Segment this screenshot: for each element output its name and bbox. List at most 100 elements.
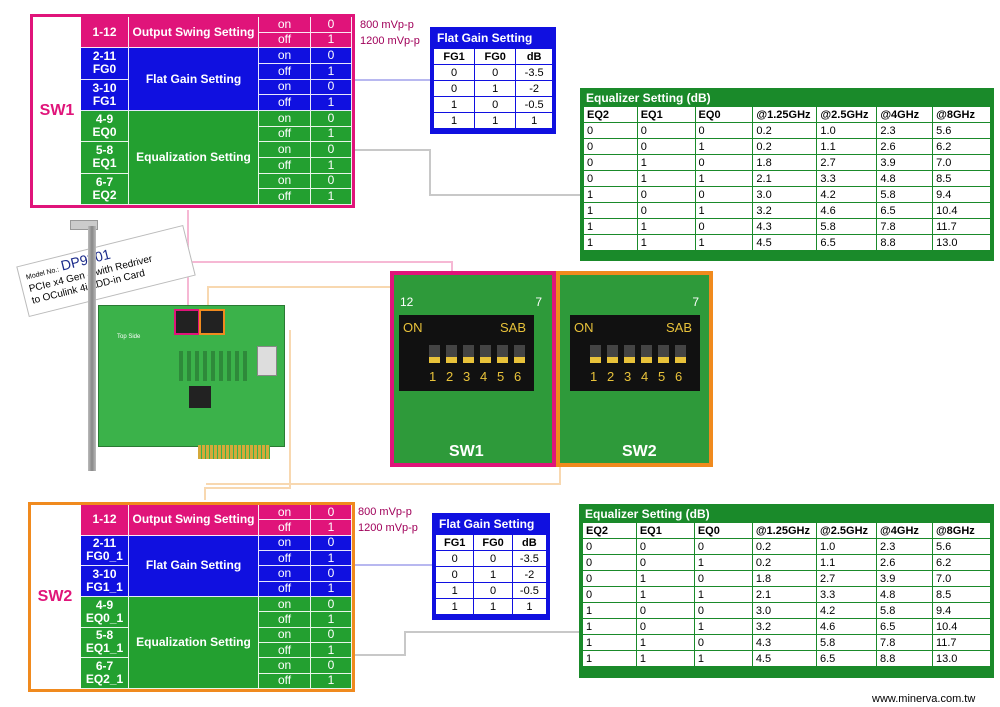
pin-label: 6-7 EQ2 bbox=[81, 173, 129, 205]
pin-label: 6-7 EQ2_1 bbox=[81, 658, 129, 689]
table-cell: 1.1 bbox=[816, 138, 878, 155]
table-cell: 2.3 bbox=[876, 538, 933, 555]
state-label: off bbox=[259, 581, 311, 597]
dip-toggle bbox=[429, 345, 440, 363]
table-cell: 0 bbox=[583, 170, 638, 187]
table-cell: 3.9 bbox=[876, 570, 933, 587]
table-cell: 6.2 bbox=[932, 138, 991, 155]
group-label: Output Swing Setting bbox=[129, 17, 259, 49]
sw1-note-1200: 1200 mVp-p bbox=[360, 35, 420, 47]
table-cell: 7.8 bbox=[876, 218, 934, 235]
table-cell: 5.8 bbox=[876, 602, 933, 619]
state-label: on bbox=[259, 79, 311, 96]
equalizer-title: Equalizer Setting (dB) bbox=[586, 91, 711, 105]
table-cell: 0.2 bbox=[752, 138, 818, 155]
value-label: 1 bbox=[311, 642, 352, 659]
table-cell: 0.2 bbox=[751, 538, 818, 555]
table-cell: 6.5 bbox=[816, 234, 878, 251]
table-cell: 0.2 bbox=[751, 554, 818, 571]
table-cell: 1 bbox=[515, 112, 553, 129]
redriver-chip bbox=[189, 386, 211, 408]
table-cell: 1 bbox=[635, 586, 695, 603]
state-label: off bbox=[259, 642, 311, 659]
table-cell: 1 bbox=[694, 170, 754, 187]
table-cell: 0 bbox=[693, 634, 753, 651]
state-label: on bbox=[259, 111, 311, 127]
table-cell: 4.6 bbox=[816, 202, 878, 219]
state-label: on bbox=[259, 658, 311, 674]
table-cell: 0 bbox=[474, 64, 517, 81]
pci-bracket-bar bbox=[88, 226, 96, 471]
dip-toggle bbox=[624, 345, 635, 363]
table-cell: 0 bbox=[473, 582, 513, 599]
table-cell: 8.5 bbox=[932, 170, 991, 187]
column-header: @8GHz bbox=[932, 106, 991, 123]
value-label: 0 bbox=[311, 566, 352, 582]
column-header: EQ1 bbox=[636, 106, 696, 123]
table-cell: 0 bbox=[636, 138, 696, 155]
table-cell: 1 bbox=[693, 586, 753, 603]
table-cell: 11.7 bbox=[932, 218, 991, 235]
table-cell: 0 bbox=[583, 154, 638, 171]
table-cell: 3.3 bbox=[815, 586, 878, 603]
state-label: off bbox=[259, 126, 311, 143]
top-side-label: Top Side bbox=[117, 334, 141, 340]
column-header: @4GHz bbox=[876, 106, 934, 123]
pin-label: 2-11 FG0 bbox=[81, 48, 129, 80]
table-cell: 9.4 bbox=[931, 602, 992, 619]
table-cell: -0.5 bbox=[515, 96, 553, 113]
table-cell: 3.9 bbox=[876, 154, 934, 171]
sw1-note-800: 800 mVp-p bbox=[360, 19, 414, 31]
column-header: @1.25GHz bbox=[751, 522, 818, 539]
table-cell: 0 bbox=[694, 186, 754, 203]
table-cell: 7.0 bbox=[932, 154, 991, 171]
table-cell: 1 bbox=[636, 234, 696, 251]
dip-right-number: 7 bbox=[692, 295, 699, 309]
table-cell: 1.0 bbox=[816, 122, 878, 139]
pci-bracket bbox=[70, 220, 98, 230]
value-label: 0 bbox=[311, 111, 352, 127]
dip-left-number: 12 bbox=[400, 295, 414, 309]
on-label: ON bbox=[574, 320, 594, 335]
state-label: on bbox=[259, 627, 311, 643]
dip-toggle bbox=[497, 345, 508, 363]
table-cell: 0 bbox=[473, 550, 513, 567]
table-cell: 1 bbox=[636, 154, 696, 171]
dip-toggle bbox=[641, 345, 652, 363]
dip-toggle bbox=[607, 345, 618, 363]
table-cell: 4.8 bbox=[876, 170, 934, 187]
table-cell: 1 bbox=[636, 170, 696, 187]
table-cell: 4.5 bbox=[752, 234, 818, 251]
table-cell: 4.3 bbox=[752, 218, 818, 235]
dip-number: 4 bbox=[480, 369, 488, 384]
pin-label: 3-10 FG1_1 bbox=[81, 566, 129, 597]
sw2-label: SW2 bbox=[37, 588, 73, 605]
column-header: @2.5GHz bbox=[816, 106, 878, 123]
value-label: 0 bbox=[311, 535, 352, 551]
table-cell: 3.0 bbox=[752, 186, 818, 203]
value-label: 1 bbox=[311, 32, 352, 49]
table-cell: 0 bbox=[434, 566, 475, 583]
table-cell: 1.1 bbox=[815, 554, 878, 571]
dip-switch-sw2-small bbox=[199, 309, 225, 335]
